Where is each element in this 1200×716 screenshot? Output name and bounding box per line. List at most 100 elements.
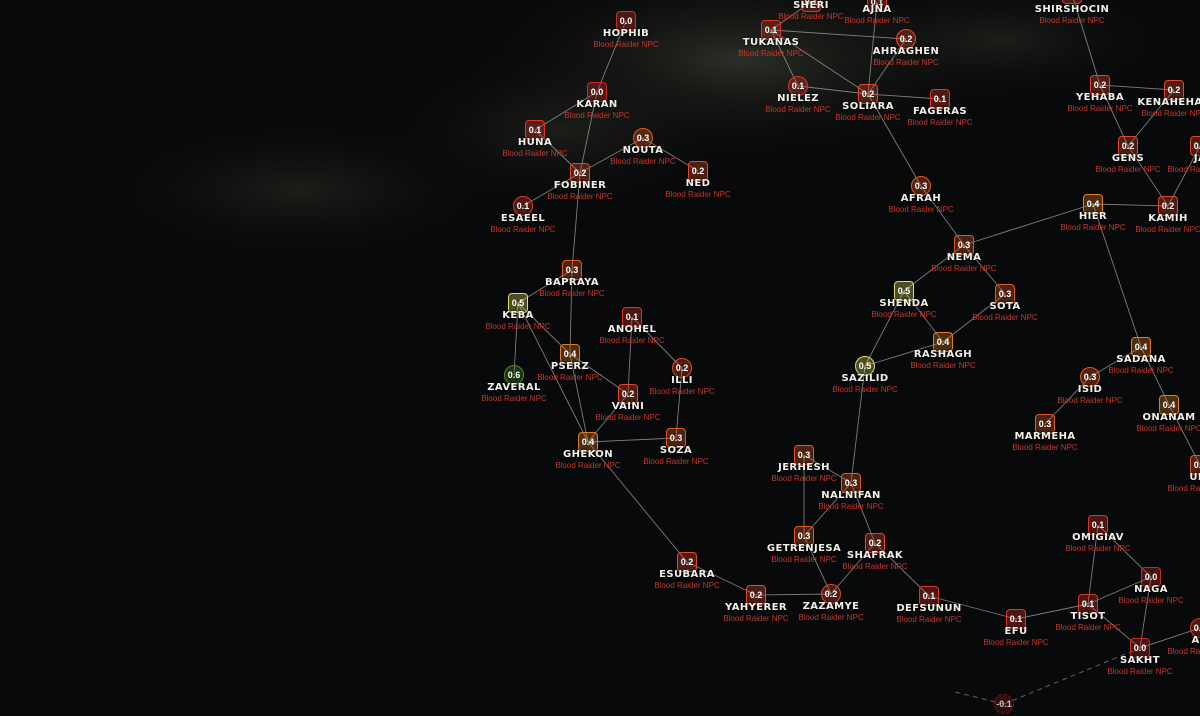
system-node-fobiner[interactable]: 0.2 — [570, 163, 590, 183]
jump-line-bapraya-pserz — [569, 269, 573, 355]
jump-line-yehaba-gens — [1099, 84, 1129, 147]
system-node-karan[interactable]: 0.0 — [587, 82, 607, 102]
security-status: 0.3 — [844, 478, 858, 488]
system-node-marmeha[interactable]: 0.3 — [1035, 414, 1055, 434]
security-status: -0.1 — [996, 699, 1012, 709]
security-status: 0.3 — [669, 433, 683, 443]
system-node-udi[interactable]: 0.3 — [1190, 455, 1200, 475]
system-node-pserz[interactable]: 0.4 — [560, 344, 580, 364]
system-node-afrah[interactable]: 0.3 — [911, 176, 931, 196]
system-node-shenda[interactable]: 0.5 — [894, 281, 914, 301]
system-node-kenahehab[interactable]: 0.2 — [1164, 80, 1184, 100]
system-node-soza[interactable]: 0.3 — [666, 428, 686, 448]
security-status: 0.1 — [791, 81, 805, 91]
jump-line-esubara-yahyerer — [686, 561, 757, 596]
jump-line-yehaba-kenahehab — [1099, 84, 1175, 91]
system-node-ajna[interactable]: 0.1 — [867, 0, 887, 12]
system-node-offmap[interactable]: -0.1 — [994, 694, 1014, 714]
system-node-naga[interactable]: 0.0 — [1141, 567, 1161, 587]
system-node-sakht[interactable]: 0.0 — [1130, 638, 1150, 658]
jump-line-efu-tisot — [1015, 603, 1089, 620]
system-node-getrenjesa[interactable]: 0.3 — [794, 526, 814, 546]
system-node-vaini[interactable]: 0.2 — [618, 384, 638, 404]
system-node-sheri[interactable]: 0.1 — [801, 0, 821, 12]
jump-line-hier-kamih — [1092, 203, 1169, 207]
system-node-defsunun[interactable]: 0.1 — [919, 586, 939, 606]
system-node-esubara[interactable]: 0.2 — [677, 552, 697, 572]
jump-line-keba-ghekon — [517, 302, 589, 443]
system-node-soliara[interactable]: 0.2 — [858, 84, 878, 104]
system-node-esaeel[interactable]: 0.1 — [513, 196, 533, 216]
security-status: 0.3 — [797, 531, 811, 541]
system-node-hier[interactable]: 0.4 — [1083, 194, 1103, 214]
jump-line-sazilid-nalnifan — [850, 365, 866, 484]
system-node-onanam[interactable]: 0.4 — [1159, 395, 1179, 415]
security-status: 0.1 — [870, 0, 884, 7]
system-node-efu[interactable]: 0.1 — [1006, 609, 1026, 629]
security-status: 0.4 — [1162, 400, 1176, 410]
system-node-nielez[interactable]: 0.1 — [788, 76, 808, 96]
security-status: 0.2 — [868, 538, 882, 548]
system-node-anohel[interactable]: 0.1 — [622, 307, 642, 327]
security-status: 0.1 — [625, 312, 639, 322]
jump-line-rashagh-sazilid — [864, 341, 944, 367]
jump-line-tukanas-ahraghen — [770, 29, 907, 40]
jump-line-soliara-afrah — [867, 93, 922, 187]
security-status: 0.4 — [563, 349, 577, 359]
system-node-illi[interactable]: 0.2 — [672, 358, 692, 378]
jump-line-soliara-fageras — [867, 93, 941, 100]
system-node-zazamye[interactable]: 0.2 — [821, 584, 841, 604]
jump-line-omigiav-tisot — [1087, 524, 1099, 605]
system-node-yahyerer[interactable]: 0.2 — [746, 585, 766, 605]
security-status: 0.0 — [590, 87, 604, 97]
system-node-keba[interactable]: 0.5 — [508, 293, 528, 313]
security-status: 0.2 — [675, 363, 689, 373]
system-node-nalnifan[interactable]: 0.3 — [841, 473, 861, 493]
system-node-sota[interactable]: 0.3 — [995, 284, 1015, 304]
security-status: 0.2 — [573, 168, 587, 178]
security-status: 0.1 — [1009, 614, 1023, 624]
system-node-ghekon[interactable]: 0.4 — [578, 432, 598, 452]
system-node-rashagh[interactable]: 0.4 — [933, 332, 953, 352]
system-node-huna[interactable]: 0.1 — [525, 120, 545, 140]
security-status: 0.6 — [507, 370, 521, 380]
system-node-omigiav[interactable]: 0.1 — [1088, 515, 1108, 535]
system-node-bapraya[interactable]: 0.3 — [562, 260, 582, 280]
jump-line-jerhesh-nalnifan — [803, 454, 852, 484]
system-node-tisot[interactable]: 0.1 — [1078, 594, 1098, 614]
security-status: 0.3 — [1193, 460, 1200, 470]
jump-line-shirshocin-yehaba — [1073, 0, 1101, 86]
system-node-nema[interactable]: 0.3 — [954, 235, 974, 255]
security-status: 0.5 — [858, 361, 872, 371]
jump-line-tisot-naga — [1087, 576, 1152, 605]
security-status: 0.5 — [897, 286, 911, 296]
system-node-ned[interactable]: 0.2 — [688, 161, 708, 181]
jump-line-naga-sakht — [1139, 576, 1152, 649]
security-status: 0.4 — [581, 437, 595, 447]
security-status: 0.2 — [621, 389, 635, 399]
system-node-jerhesh[interactable]: 0.3 — [794, 445, 814, 465]
system-node-nouta[interactable]: 0.3 — [633, 128, 653, 148]
system-node-hophib[interactable]: 0.0 — [616, 11, 636, 31]
system-node-zaveral[interactable]: 0.6 — [504, 365, 524, 385]
system-node-kamih[interactable]: 0.2 — [1158, 196, 1178, 216]
security-status: 0.1 — [1091, 520, 1105, 530]
system-node-yehaba[interactable]: 0.2 — [1090, 75, 1110, 95]
system-node-shirshocin[interactable]: 0.1 — [1062, 0, 1082, 4]
system-node-ahraghen[interactable]: 0.2 — [896, 29, 916, 49]
jump-line-shenda-sazilid — [864, 290, 905, 367]
system-node-gens[interactable]: 0.2 — [1118, 136, 1138, 156]
jump-line-defsunun-efu — [928, 595, 1017, 620]
system-node-fageras[interactable]: 0.1 — [930, 89, 950, 109]
security-status: 0.2 — [749, 590, 763, 600]
system-node-isid[interactable]: 0.3 — [1080, 367, 1100, 387]
system-node-ja[interactable]: 0.2 — [1190, 136, 1200, 156]
system-node-sazilid[interactable]: 0.5 — [855, 356, 875, 376]
system-node-tukanas[interactable]: 0.1 — [761, 20, 781, 40]
jump-line-nielez-soliara — [797, 85, 869, 95]
jump-line-pserz-ghekon — [569, 353, 589, 443]
system-node-shafrak[interactable]: 0.2 — [865, 533, 885, 553]
jump-line-sheri-tukanas — [770, 1, 812, 31]
jump-line-hophib-karan — [596, 20, 627, 93]
system-node-sadana[interactable]: 0.4 — [1131, 337, 1151, 357]
